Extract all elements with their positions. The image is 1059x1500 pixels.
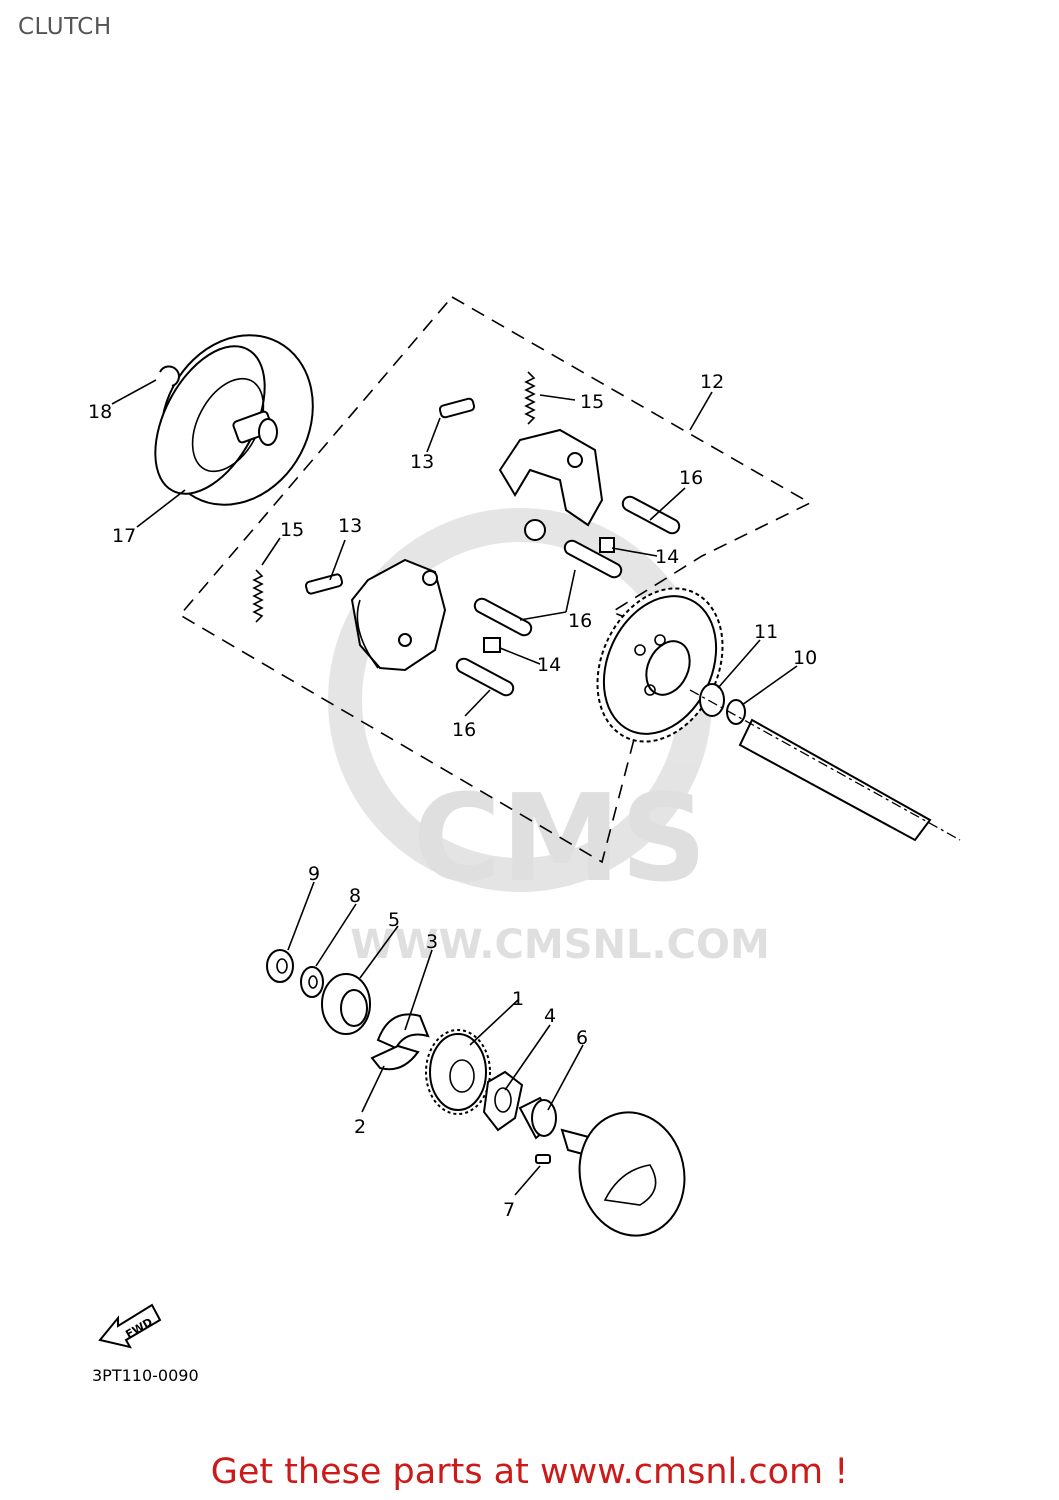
- callout-8: 8: [349, 885, 361, 907]
- callout-5: 5: [388, 909, 400, 931]
- pivot-plate-13-lower: [304, 573, 344, 595]
- callout-3: 3: [426, 931, 438, 953]
- plate-4: [482, 1070, 524, 1132]
- washer-8: [300, 966, 324, 998]
- callout-18: 18: [88, 401, 112, 423]
- spring-15-lower: [252, 569, 264, 623]
- promo-link[interactable]: Get these parts at www.cmsnl.com !: [210, 1452, 849, 1492]
- callout-15-lower: 15: [280, 519, 304, 541]
- page-title: CLUTCH: [18, 14, 112, 40]
- leader-lines: [111, 379, 798, 1196]
- circlip-18: [159, 365, 180, 387]
- primary-shaft: [689, 689, 961, 842]
- callout-7: 7: [503, 1199, 515, 1221]
- spring-15-upper: [524, 371, 536, 425]
- clutch-shoe-lower: [350, 558, 501, 672]
- callout-16-lower: 16: [452, 719, 476, 741]
- callout-6: 6: [576, 1027, 588, 1049]
- key-7: [535, 1154, 551, 1164]
- callout-10: 10: [793, 647, 817, 669]
- clutch-shoe-upper: [498, 428, 615, 553]
- primary-driven-gear: [596, 587, 724, 743]
- callout-16-middle: 16: [568, 610, 592, 632]
- bushing-6: [518, 1096, 557, 1140]
- callout-16-upper: 16: [679, 467, 703, 489]
- one-way-clutch-5: [321, 973, 371, 1035]
- nut-9: [266, 949, 294, 983]
- callout-1: 1: [512, 988, 524, 1010]
- watermark-url: WWW.CMSNL.COM: [350, 922, 770, 968]
- clutch-housing: [154, 334, 314, 506]
- callout-15-upper: 15: [580, 391, 604, 413]
- washer-11: [699, 683, 725, 717]
- callout-11: 11: [754, 621, 778, 643]
- callout-4: 4: [544, 1005, 556, 1027]
- callout-9: 9: [308, 863, 320, 885]
- callout-13-upper: 13: [410, 451, 434, 473]
- fwd-arrow-icon: FWD: [98, 1303, 162, 1349]
- callout-14-upper: 14: [655, 546, 679, 568]
- watermark-brand: CMS: [413, 770, 707, 909]
- watermark: CMS WWW.CMSNL.COM: [328, 508, 770, 968]
- pins-16: [455, 495, 681, 697]
- gear-1: [425, 1029, 491, 1115]
- diagram-code: 3PT110-0090: [92, 1366, 199, 1385]
- callout-14-lower: 14: [537, 654, 561, 676]
- clutch-assembly-boundary: [178, 295, 812, 864]
- crank-flywheel: [560, 1111, 686, 1237]
- clutch-weights-2-3: [370, 1013, 430, 1071]
- callout-13-lower: 13: [338, 515, 362, 537]
- callout-12: 12: [700, 371, 724, 393]
- pivot-plate-13-upper: [438, 397, 476, 419]
- callout-2: 2: [354, 1116, 366, 1138]
- callout-17: 17: [112, 525, 136, 547]
